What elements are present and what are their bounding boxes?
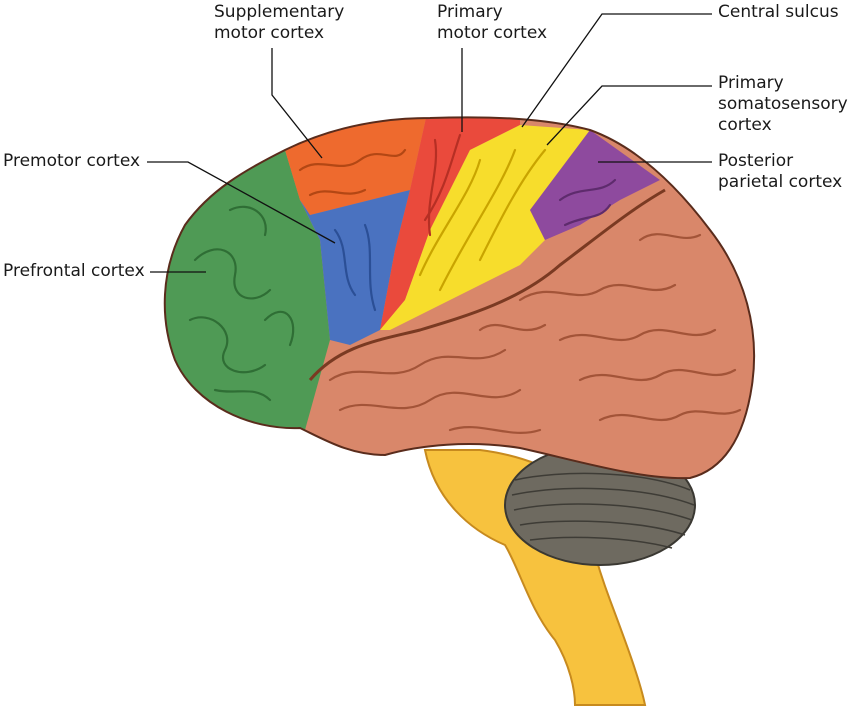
label-posterior-parietal-cortex: Posterior parietal cortex [718,151,843,192]
cortex-outline [163,116,756,480]
label-primary-somatosensory-cortex: Primary somatosensory cortex [718,73,848,135]
label-prefrontal-cortex: Prefrontal cortex [3,261,145,281]
leader-central-sulcus [521,13,712,128]
leader-primary-somatosensory [546,85,712,146]
leader-supplementary-motor [271,48,323,159]
gyri-texture [188,133,742,434]
label-central-sulcus: Central sulcus [718,2,839,22]
premotor-region [300,190,410,345]
label-primary-motor-cortex: Primary motor cortex [437,2,548,43]
lateral-sulcus [308,188,666,381]
label-supplementary-motor-cortex: Supplementary motor cortex [214,2,345,43]
posterior-parietal-region [530,130,660,240]
primary-somatosensory-region [380,125,590,330]
leader-lines [147,13,712,273]
leader-premotor [147,161,336,244]
cerebellum-folia [511,472,695,549]
label-premotor-cortex: Premotor cortex [3,151,141,171]
primary-motor-region [380,117,520,330]
